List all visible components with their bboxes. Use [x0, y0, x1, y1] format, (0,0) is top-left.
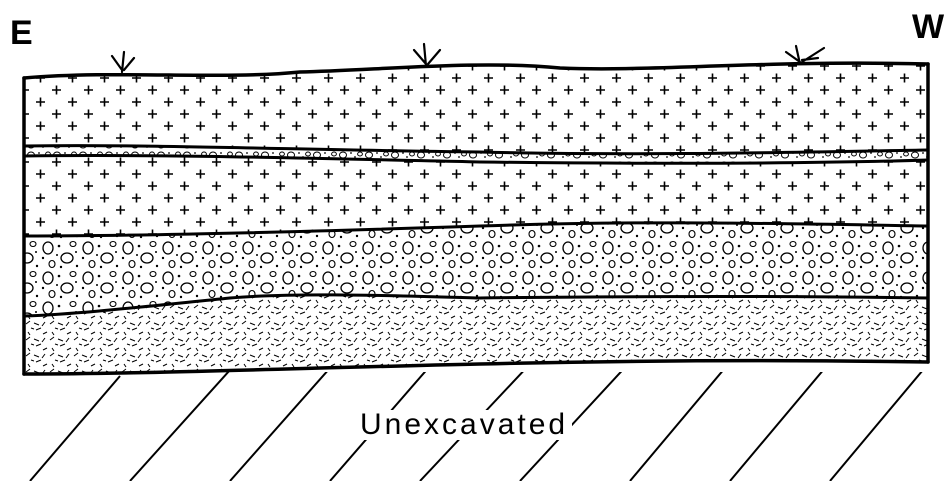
grass-tuft-1 — [112, 52, 134, 72]
layer-topsoil — [24, 63, 928, 154]
grass-tuft-2 — [414, 44, 440, 66]
unexcavated-label: Unexcavated — [356, 410, 572, 440]
east-direction-label: E — [10, 16, 33, 50]
west-direction-label: W — [912, 10, 944, 44]
grass-tuft-3 — [786, 46, 824, 64]
